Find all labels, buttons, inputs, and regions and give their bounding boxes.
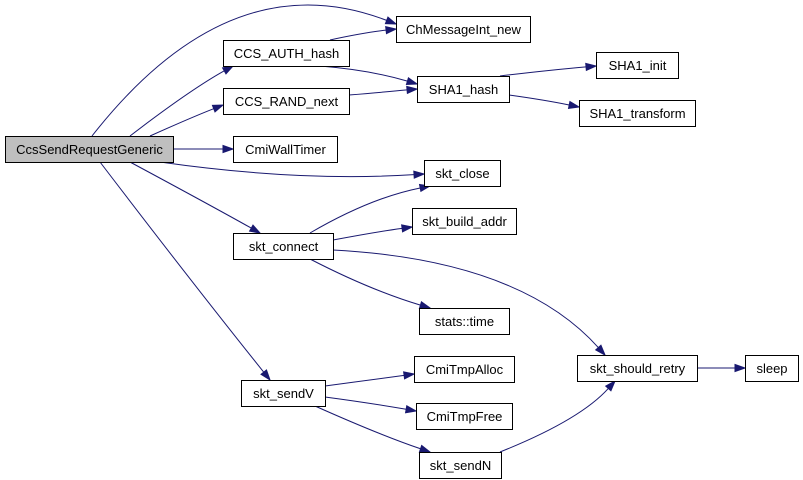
edge-skt-sendv-to-skt-sendn xyxy=(314,405,432,453)
node-box xyxy=(223,88,350,115)
node-sleep[interactable]: sleep xyxy=(745,355,799,382)
node-ch-message-int-new[interactable]: ChMessageInt_new xyxy=(396,16,531,43)
node-cmi-tmp-free[interactable]: CmiTmpFree xyxy=(416,403,513,430)
node-sha1-hash[interactable]: SHA1_hash xyxy=(417,76,510,103)
node-label: skt_should_retry xyxy=(590,361,686,376)
node-label: CcsSendRequestGeneric xyxy=(16,142,163,157)
node-label: CmiTmpFree xyxy=(427,409,503,424)
edge-skt-connect-to-skt-build-addr xyxy=(332,224,414,241)
node-label: SHA1_init xyxy=(609,58,667,73)
node-skt-sendn[interactable]: skt_sendN xyxy=(419,452,502,479)
node-box xyxy=(579,100,696,127)
edge-skt-sendv-to-cmi-tmp-free xyxy=(324,396,418,414)
node-box xyxy=(419,452,502,479)
node-skt-should-retry[interactable]: skt_should_retry xyxy=(577,355,698,382)
node-box xyxy=(241,380,326,407)
node-box xyxy=(745,355,799,382)
edge-ccs-send-request-generic-to-ccs-rand-next xyxy=(149,104,225,137)
node-label: CCS_RAND_next xyxy=(235,94,339,109)
node-label: skt_build_addr xyxy=(422,214,507,229)
edge-ccs-send-request-generic-to-cmi-wall-timer xyxy=(172,144,235,154)
node-box xyxy=(577,355,698,382)
edge-ccs-send-request-generic-to-skt-connect xyxy=(129,161,262,234)
edge-ccs-send-request-generic-to-skt-close xyxy=(159,161,426,179)
edge-ccs-auth-hash-to-sha1-hash xyxy=(319,65,419,86)
node-skt-build-addr[interactable]: skt_build_addr xyxy=(412,208,517,235)
node-box xyxy=(233,233,334,260)
edge-skt-connect-to-stats-time xyxy=(309,258,432,310)
edge-skt-sendv-to-cmi-tmp-alloc xyxy=(324,371,416,387)
node-cmi-tmp-alloc[interactable]: CmiTmpAlloc xyxy=(414,356,515,383)
node-box xyxy=(417,76,510,103)
edge-skt-sendn-to-skt-should-retry xyxy=(499,379,617,453)
node-label: sleep xyxy=(756,361,787,376)
node-label: skt_sendN xyxy=(430,458,491,473)
node-cmi-wall-timer[interactable]: CmiWallTimer xyxy=(233,136,338,163)
edge-skt-connect-to-skt-should-retry xyxy=(332,249,607,357)
edge-ccs-send-request-generic-to-ccs-auth-hash xyxy=(129,65,235,137)
node-label: CmiTmpAlloc xyxy=(426,362,504,377)
node-label: skt_connect xyxy=(249,239,319,254)
node-box xyxy=(424,160,501,187)
node-box xyxy=(416,403,513,430)
node-box xyxy=(223,40,350,67)
node-label: CmiWallTimer xyxy=(245,142,326,157)
node-skt-sendv[interactable]: skt_sendV xyxy=(241,380,326,407)
node-box xyxy=(414,356,515,383)
node-sha1-init[interactable]: SHA1_init xyxy=(596,52,679,79)
node-label: SHA1_transform xyxy=(589,106,685,121)
node-skt-close[interactable]: skt_close xyxy=(424,160,501,187)
node-box xyxy=(396,16,531,43)
edges-layer xyxy=(91,4,747,453)
node-ccs-auth-hash[interactable]: CCS_AUTH_hash xyxy=(223,40,350,67)
node-label: skt_sendV xyxy=(253,386,314,401)
node-box xyxy=(233,136,338,163)
node-ccs-send-request-generic[interactable]: CcsSendRequestGeneric xyxy=(5,136,174,163)
edge-sha1-hash-to-sha1-transform xyxy=(508,94,581,110)
node-ccs-rand-next[interactable]: CCS_RAND_next xyxy=(223,88,350,115)
edge-ccs-send-request-generic-to-skt-sendv xyxy=(99,161,271,382)
node-box xyxy=(412,208,517,235)
node-box xyxy=(596,52,679,79)
node-label: stats::time xyxy=(435,314,494,329)
edge-ccs-rand-next-to-sha1-hash xyxy=(348,85,419,96)
node-stats-time[interactable]: stats::time xyxy=(419,308,510,335)
edge-ccs-auth-hash-to-ch-message-int-new xyxy=(329,26,398,41)
node-sha1-transform[interactable]: SHA1_transform xyxy=(579,100,696,127)
node-label: skt_close xyxy=(435,166,489,181)
node-box xyxy=(419,308,510,335)
edge-skt-should-retry-to-sleep xyxy=(697,363,747,373)
node-label: SHA1_hash xyxy=(429,82,498,97)
nodes-layer: CcsSendRequestGeneric CCS_AUTH_hashCCS_RA… xyxy=(5,16,799,479)
node-label: CCS_AUTH_hash xyxy=(234,46,340,61)
edge-sha1-hash-to-sha1-init xyxy=(499,62,598,77)
edge-ccs-send-request-generic-to-ch-message-int-new xyxy=(91,4,398,137)
node-skt-connect[interactable]: skt_connect xyxy=(233,233,334,260)
node-label: ChMessageInt_new xyxy=(406,22,522,37)
node-box xyxy=(5,136,174,163)
